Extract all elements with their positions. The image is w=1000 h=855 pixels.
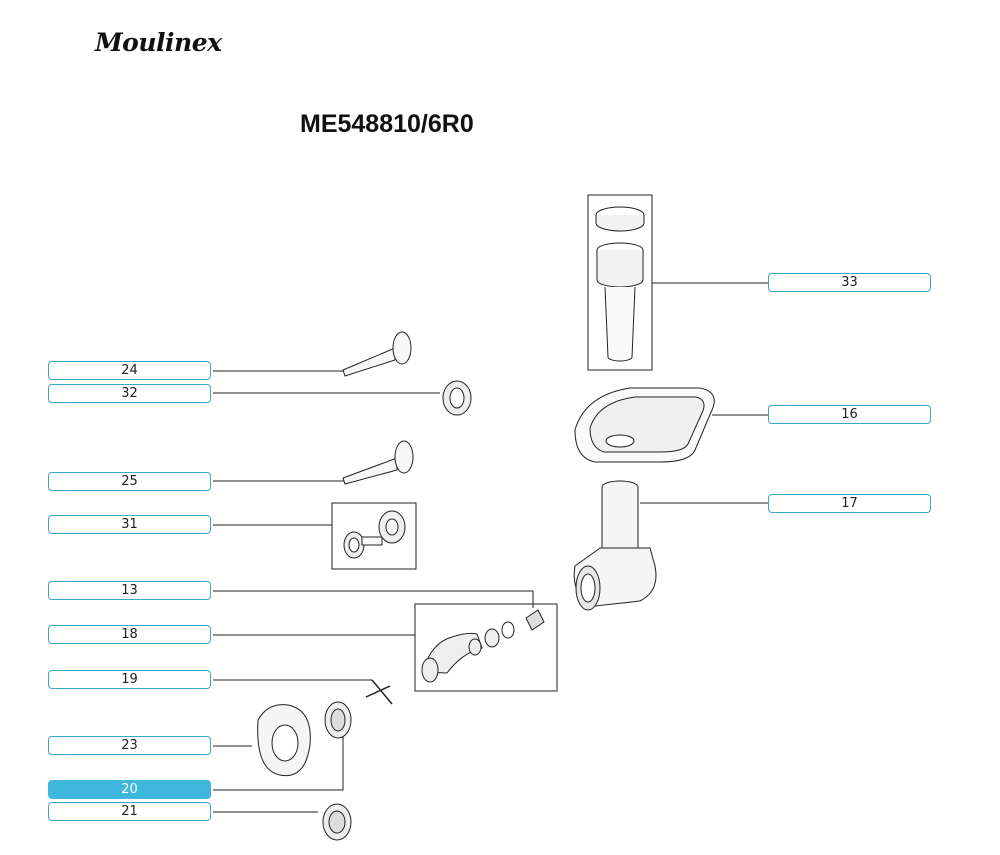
part-label-13[interactable]: 13 <box>48 581 211 600</box>
body-drawing <box>573 480 657 611</box>
part-label-17[interactable]: 17 <box>768 494 931 513</box>
plate-drawing <box>324 701 352 739</box>
sausage-nozzle-drawing <box>342 331 414 485</box>
model-number: ME548810/6R0 <box>300 110 474 138</box>
nut-drawing <box>257 704 311 777</box>
part-label-20[interactable]: 20 <box>48 780 211 799</box>
part-label-16[interactable]: 16 <box>768 405 931 424</box>
part-label-33[interactable]: 33 <box>768 273 931 292</box>
blade-drawing <box>365 679 393 705</box>
tray-drawing <box>574 387 715 463</box>
part-label-25[interactable]: 25 <box>48 472 211 491</box>
ring-drawing <box>442 380 472 416</box>
kebbe-drawing <box>343 510 406 559</box>
part-label-24[interactable]: 24 <box>48 361 211 380</box>
part-label-32[interactable]: 32 <box>48 384 211 403</box>
screw-drawing <box>421 609 545 683</box>
pusher-drawing <box>595 206 645 362</box>
part-label-21[interactable]: 21 <box>48 802 211 821</box>
brand-logo: Moulinex <box>95 28 222 57</box>
plate-coarse-drawing <box>322 803 352 841</box>
part-label-19[interactable]: 19 <box>48 670 211 689</box>
part-label-18[interactable]: 18 <box>48 625 211 644</box>
part-label-31[interactable]: 31 <box>48 515 211 534</box>
part-label-23[interactable]: 23 <box>48 736 211 755</box>
